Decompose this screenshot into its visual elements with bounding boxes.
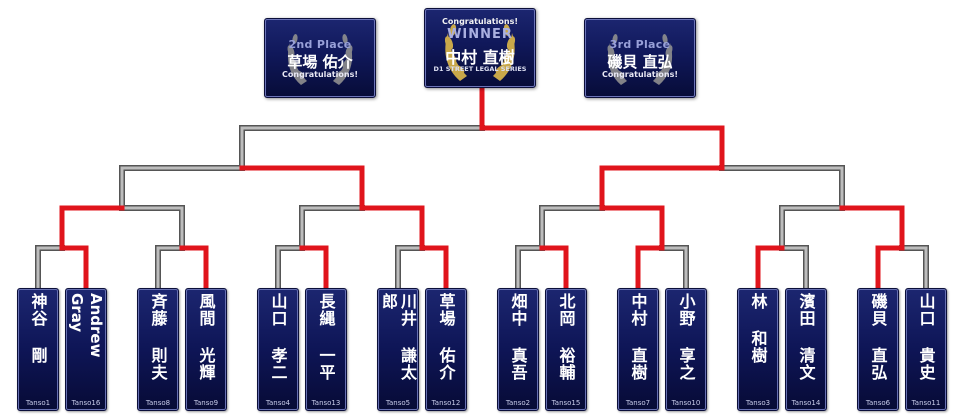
competitor-seed: Tanso14 <box>791 399 821 407</box>
competitor-card: 長縄 一平 Tanso13 <box>305 288 347 411</box>
competitor-name: 磯貝 直弘 <box>868 293 888 381</box>
competitor-name: 北岡 裕輔 <box>556 293 576 381</box>
competitor-name: 神谷 剛 <box>28 293 48 364</box>
second-place-award: 2nd Place 草場 佑介 Congratulations! <box>264 18 376 98</box>
second-place-name: 草場 佑介 <box>287 53 353 71</box>
competitor-card: 磯貝 直弘 Tanso6 <box>857 288 899 411</box>
series-name: D1 STREET LEGAL SERIES <box>433 65 527 73</box>
competitor-name: 中村 直樹 <box>628 293 648 381</box>
competitor-seed: Tanso10 <box>671 399 701 407</box>
competitor-name: 山口 貴史 <box>916 293 936 381</box>
competitor-name: 川井 謙太郎 <box>379 293 417 381</box>
competitor-seed: Tanso9 <box>193 399 219 407</box>
competitor-card: 畑中 真吾 Tanso2 <box>497 288 539 411</box>
laurel-wreath-icon <box>287 34 353 85</box>
competitor-seed: Tanso3 <box>745 399 771 407</box>
competitor-card: 濱田 清文 Tanso14 <box>785 288 827 411</box>
competitor-card: 神谷 剛 Tanso1 <box>17 288 59 411</box>
competitor-seed: Tanso5 <box>385 399 411 407</box>
second-place-label: 2nd Place <box>288 38 352 51</box>
competitor-name: 林 和樹 <box>748 293 768 364</box>
competitor-seed: Tanso11 <box>911 399 941 407</box>
competitor-seed: Tanso8 <box>145 399 171 407</box>
gold-laurel-wreath-icon <box>444 24 516 81</box>
competitor-card: 斉藤 則夫 Tanso8 <box>137 288 179 411</box>
competitor-name: 小野 享之 <box>676 293 696 381</box>
competitor-seed: Tanso13 <box>311 399 341 407</box>
winner-name: 中村 直樹 <box>445 48 515 67</box>
competitor-name: 山口 孝二 <box>268 293 288 381</box>
winner-congrats: Congratulations! <box>442 17 518 26</box>
laurel-wreath-icon <box>607 34 673 85</box>
competitor-name: 斉藤 則夫 <box>148 293 168 381</box>
competitor-card: 草場 佑介 Tanso12 <box>425 288 467 411</box>
competitor-card: 風間 光輝 Tanso9 <box>185 288 227 411</box>
competitor-card: 山口 孝二 Tanso4 <box>257 288 299 411</box>
competitor-card: 北岡 裕輔 Tanso15 <box>545 288 587 411</box>
competitor-card: 川井 謙太郎 Tanso5 <box>377 288 419 411</box>
competitor-name: 風間 光輝 <box>196 293 216 381</box>
competitor-seed: Tanso1 <box>25 399 51 407</box>
third-place-award: 3rd Place 磯貝 直弘 Congratulations! <box>584 18 696 98</box>
competitor-seed: Tanso15 <box>551 399 581 407</box>
competitor-name: 畑中 真吾 <box>508 293 528 381</box>
competitor-name: 草場 佑介 <box>436 293 456 381</box>
competitor-seed: Tanso4 <box>265 399 291 407</box>
competitor-seed: Tanso12 <box>431 399 461 407</box>
competitor-seed: Tanso16 <box>71 399 101 407</box>
third-place-label: 3rd Place <box>609 38 671 51</box>
second-place-congrats: Congratulations! <box>282 70 358 79</box>
competitor-card: 小野 享之 Tanso10 <box>665 288 707 411</box>
competitor-card: 中村 直樹 Tanso7 <box>617 288 659 411</box>
third-place-congrats: Congratulations! <box>602 70 678 79</box>
competitor-name: Andrew Gray <box>68 293 105 358</box>
third-place-name: 磯貝 直弘 <box>607 53 673 71</box>
competitor-card: 林 和樹 Tanso3 <box>737 288 779 411</box>
competitor-seed: Tanso2 <box>505 399 531 407</box>
competitor-name: 長縄 一平 <box>316 293 336 381</box>
competitor-seed: Tanso6 <box>865 399 891 407</box>
winner-award: Congratulations! WINNER 中村 直樹 D1 STREET … <box>424 8 536 88</box>
competitor-card: 山口 貴史 Tanso11 <box>905 288 947 411</box>
winner-title: WINNER <box>447 27 513 42</box>
competitor-name: 濱田 清文 <box>796 293 816 381</box>
competitor-seed: Tanso7 <box>625 399 651 407</box>
